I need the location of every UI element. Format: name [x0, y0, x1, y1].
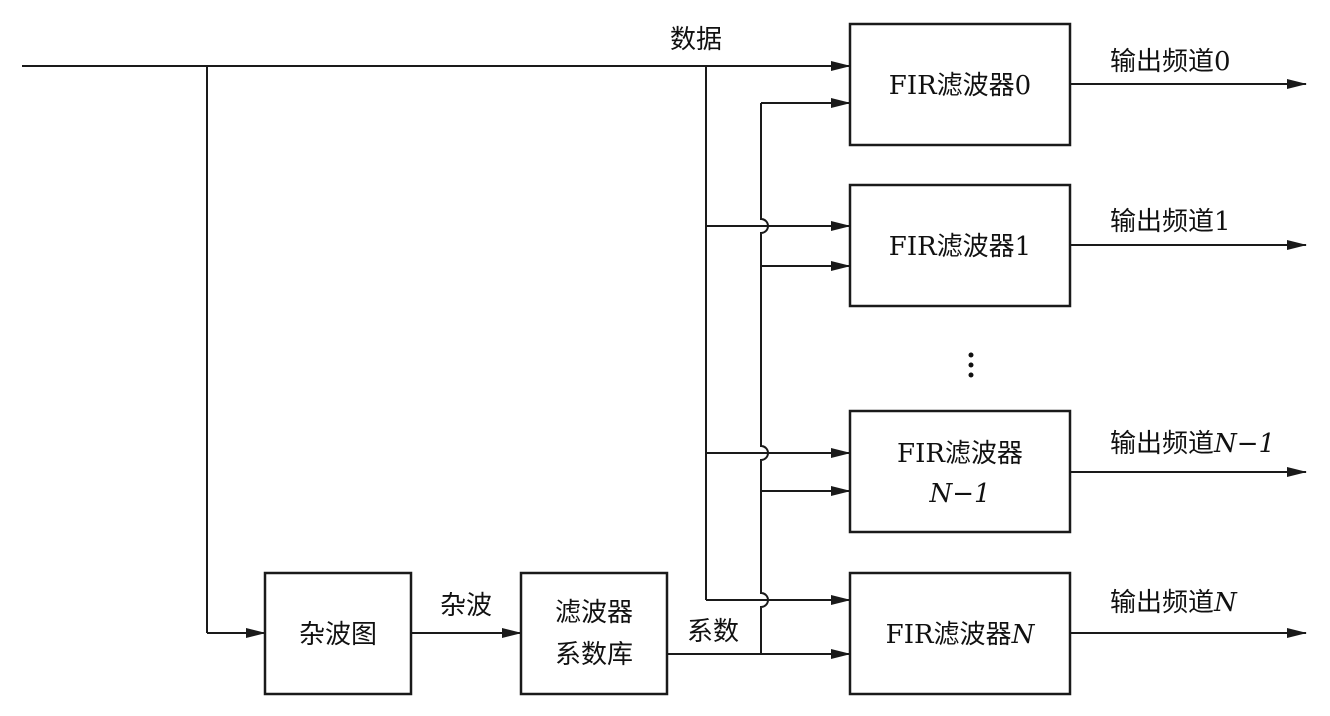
fir-filter-1-block: [848, 183, 1072, 308]
ellipsis-dot: [968, 352, 974, 358]
fir-filter-n-1-label-line1: FIR滤波器: [897, 439, 1023, 469]
coefficient-library-label-line2: 系数库: [555, 640, 633, 670]
coefficient-library-block: [519, 571, 669, 696]
coefficient-bus-line: [760, 103, 769, 654]
output-n-label: 输出频道N: [1110, 588, 1238, 618]
data-label: 数据: [670, 25, 722, 55]
output-1-label: 输出频道1: [1110, 207, 1231, 237]
output-0-label: 输出频道0: [1110, 47, 1231, 77]
clutter-map-block: [263, 571, 413, 696]
fir-filter-n-label: FIR滤波器N: [886, 620, 1036, 650]
ellipsis-dot: [968, 362, 974, 368]
coefficient-library-label-line1: 滤波器: [555, 598, 633, 628]
clutter-label: 杂波: [440, 591, 492, 621]
output-n-1-label: 输出频道N−1: [1110, 429, 1275, 459]
clutter-map-label: 杂波图: [299, 620, 377, 650]
fir-filter-n-1-label-line2: N−1: [928, 479, 990, 509]
fir-filter-0-label: FIR滤波器0: [889, 71, 1031, 101]
ellipsis-dot: [968, 372, 974, 378]
fir-filter-1-label: FIR滤波器1: [889, 232, 1031, 262]
coefficient-label: 系数: [687, 617, 739, 647]
fir-filter-n-1-block: [848, 409, 1072, 534]
